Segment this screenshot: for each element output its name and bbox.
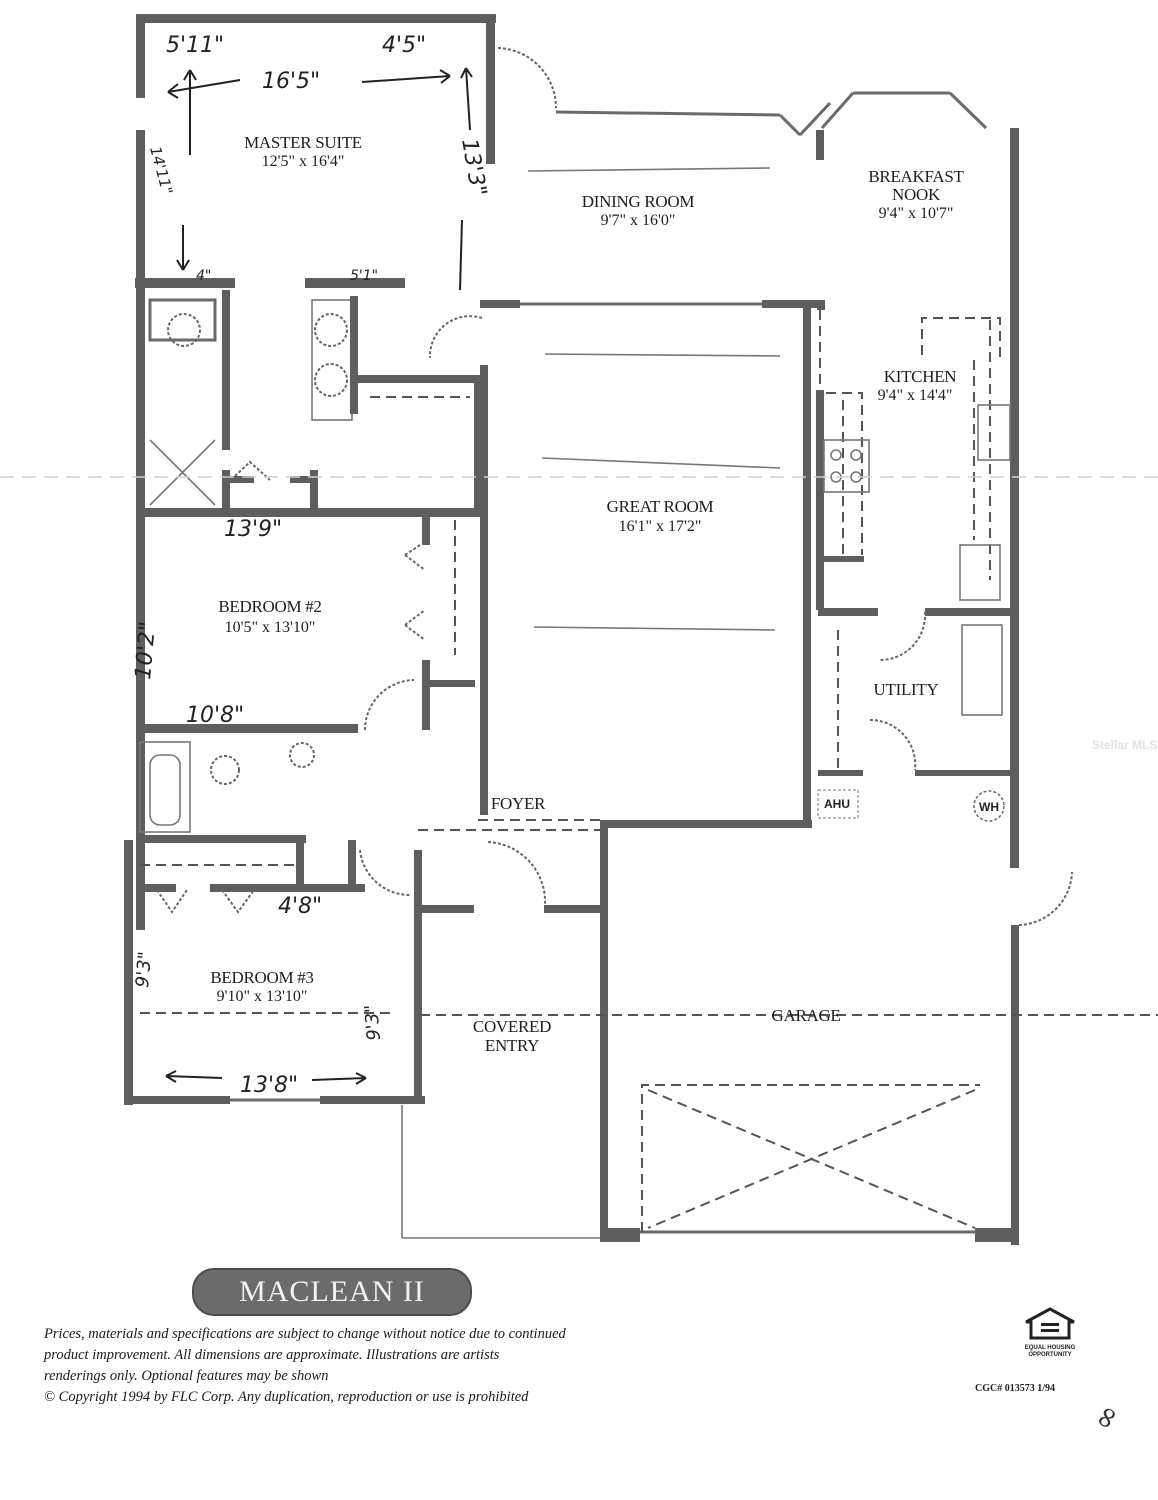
room-dims-breakfast-nook: 9'4" x 10'7" [879,205,954,222]
disclaimer: Prices, materials and specifications are… [44,1324,704,1408]
room-label-master-suite: MASTER SUITE [244,133,362,152]
water-heater-label: WH [979,800,999,814]
room-label-covered-entry: COVERED [473,1017,551,1036]
breakfast-nook-walls [798,91,1019,868]
arrow-up-icon [183,69,197,155]
note-master-bottom-mid: 5'1" [350,268,378,284]
note-master-top-right: 4'5" [382,33,426,58]
disclaimer-line: renderings only. Optional features may b… [44,1368,329,1384]
room-label-breakfast-nook: BREAKFAST [868,167,964,186]
equal-housing-caption: EQUAL HOUSING OPPORTUNITY [1024,1345,1076,1358]
room-label-kitchen: KITCHEN [884,367,957,386]
arrow-down-icon [176,225,190,271]
dining-room-walls [480,45,818,308]
note-bedroom3-left: 9'3" [132,951,156,989]
room-dims-great-room: 16'1" x 17'2" [619,518,702,535]
note-master-right: 13'3" [456,137,491,199]
arrow-up-right-icon [460,67,473,131]
ahu-label: AHU [824,797,850,811]
room-label-covered-entry-2: ENTRY [485,1036,539,1055]
note-master-width: 16'5" [262,69,320,94]
hall-bath [136,741,411,914]
room-label-dining-room: DINING ROOM [582,192,695,211]
room-dims-kitchen: 9'4" x 14'4" [878,387,953,404]
room-label-great-room: GREAT ROOM [607,497,714,516]
note-bedroom2-top: 13'9" [224,517,282,542]
note-bedroom3-right: 9'3" [361,1004,385,1042]
ahu-box [817,789,859,819]
room-label-bedroom-2: BEDROOM #2 [218,597,321,616]
room-dims-bedroom-3: 9'10" x 13'10" [217,988,308,1005]
house-icon [1025,1307,1075,1340]
garage-walls [420,871,1158,1245]
disclaimer-line: Prices, materials and specifications are… [44,1326,566,1342]
great-room-lines [428,300,811,820]
utility-walls [818,608,1015,776]
room-label-utility: UTILITY [874,680,939,699]
license-code: CGC# 013573 1/94 [975,1383,1055,1394]
note-master-top-left: 5'11" [166,33,224,58]
note-bedroom3-closet: 4'8" [278,894,322,919]
note-bedroom2-left: 10'2" [131,620,161,680]
arrow-left-icon [165,1070,223,1083]
model-name: MACLEAN II [239,1275,425,1308]
note-bedroom3-bottom: 13'8" [240,1073,298,1098]
room-dims-master-suite: 12'5" x 16'4" [262,153,345,170]
foyer-walls [401,819,812,1240]
arrow-right-icon [361,69,451,84]
room-label-breakfast-nook-2: NOOK [892,185,941,204]
note-master-left: 14'11" [146,144,176,196]
disclaimer-line: © Copyright 1994 by FLC Corp. Any duplic… [44,1389,529,1405]
master-bath [136,280,483,930]
handwritten-annotations: 5'11" 4'5" 16'5" 13'3" 14'11" 4" 5'1" 13… [131,33,491,1098]
room-dims-bedroom-2: 10'5" x 13'10" [225,619,316,636]
note-master-bottom-left: 4" [196,268,211,284]
room-label-foyer: FOYER [491,794,546,813]
bedroom-3-walls [124,840,425,1105]
note-bedroom2-bottom: 10'8" [186,703,244,728]
kitchen-fixtures [816,300,1011,610]
arrow-left-icon [167,79,241,99]
equal-housing-logo: EQUAL HOUSING OPPORTUNITY [1020,1306,1080,1359]
mls-watermark: Stellar MLS [1092,738,1158,752]
model-name-banner: MACLEAN II [192,1268,472,1316]
bedroom-2-walls [136,515,475,733]
room-dims-dining-room: 9'7" x 16'0" [601,212,676,229]
disclaimer-line: product improvement. All dimensions are … [44,1347,500,1363]
room-label-bedroom-3: BEDROOM #3 [210,968,313,987]
room-label-garage: GARAGE [771,1006,840,1025]
arrow-right-icon [311,1072,367,1085]
water-heater-circle [973,790,1005,822]
